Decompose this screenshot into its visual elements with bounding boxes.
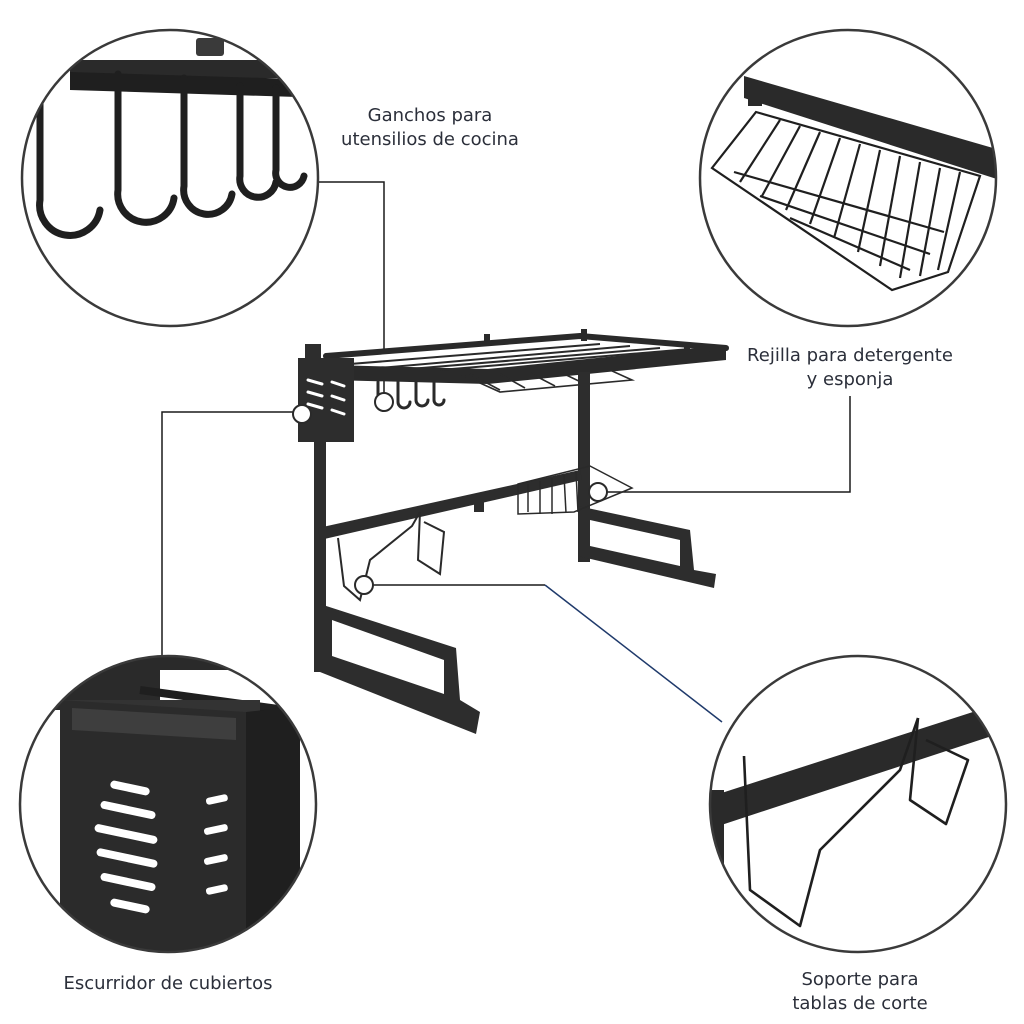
basket-marker xyxy=(588,482,608,502)
hook-marker xyxy=(374,392,394,412)
label-drainer-line1: Escurridor de cubiertos xyxy=(63,973,273,994)
detail-circle-board-holder xyxy=(708,654,1008,954)
top-shelf-tab-left xyxy=(484,334,490,346)
leader-lines xyxy=(161,181,851,723)
label-hooks: Ganchos para utensilios de cocina xyxy=(320,104,540,152)
label-board-line1: Soporte para xyxy=(801,969,919,990)
sponge-basket xyxy=(517,465,634,515)
small-basket-top xyxy=(459,369,636,393)
label-hooks-line1: Ganchos para xyxy=(367,105,493,126)
label-board-holder: Soporte para tablas de corte xyxy=(770,968,950,1016)
label-detergent-rack: Rejilla para detergente y esponja xyxy=(730,344,970,392)
leader-line-drainer xyxy=(161,411,300,655)
label-detergent-line1: Rejilla para detergente xyxy=(747,345,953,366)
top-shelf-tab-front xyxy=(684,346,690,358)
label-cutlery-drainer: Escurridor de cubiertos xyxy=(38,972,298,996)
top-shelf-front xyxy=(330,350,726,384)
detail-circle-hooks xyxy=(20,28,320,328)
dish-rack-main xyxy=(292,329,729,734)
label-hooks-line2: utensilios de cocina xyxy=(341,129,519,150)
label-board-line2: tablas de corte xyxy=(792,993,928,1014)
drainer-marker xyxy=(292,404,312,424)
detail-circle-drainer xyxy=(18,654,318,954)
board-marker xyxy=(354,575,374,595)
top-shelf-tab-right xyxy=(581,329,587,341)
middle-bar xyxy=(318,470,582,540)
leader-line-hooks xyxy=(318,181,385,396)
cutlery-box xyxy=(298,358,354,442)
leader-line-board-b xyxy=(544,584,723,723)
detail-circle-basket xyxy=(698,28,998,328)
leader-line-detergent xyxy=(598,396,851,493)
label-detergent-line2: y esponja xyxy=(806,369,894,390)
